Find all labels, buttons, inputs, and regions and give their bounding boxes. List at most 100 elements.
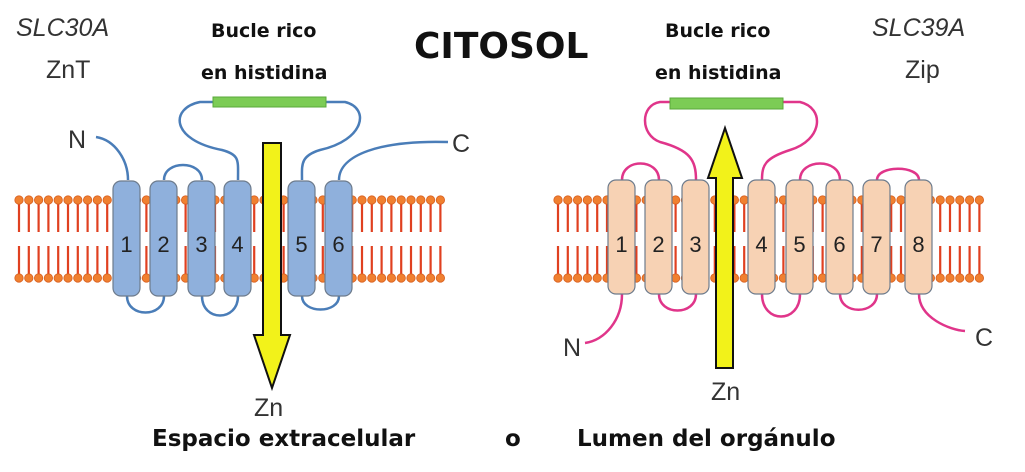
helix-body — [112, 180, 141, 297]
lipid-head — [357, 273, 367, 283]
helix-number: 2 — [652, 232, 664, 257]
lipid-head — [43, 195, 54, 205]
lipid-head — [582, 195, 593, 205]
lipid-head — [24, 273, 34, 283]
right-loop — [917, 293, 966, 333]
right-n-terminus: N — [563, 334, 582, 362]
helix-body — [287, 180, 316, 297]
right-loop-label-line1: Bucle rico — [665, 20, 771, 42]
cytosol-title: CITOSOL — [414, 26, 589, 67]
left-helix-6: 6 — [324, 180, 353, 297]
helix-number: 4 — [231, 232, 243, 257]
lipid-head — [935, 273, 945, 283]
lipid-head — [43, 273, 54, 283]
right-helix-3: 3 — [681, 179, 710, 295]
lipid-head — [553, 195, 563, 205]
left-n-terminus: N — [68, 126, 87, 154]
lipid-head — [63, 195, 73, 205]
right-loop — [760, 100, 819, 181]
left-loop — [125, 295, 166, 314]
helix-number: 2 — [157, 232, 169, 257]
lipid-head — [425, 273, 436, 283]
left-gene-name: SLC30A — [16, 14, 110, 42]
helix-body — [825, 179, 854, 295]
helix-body — [187, 180, 216, 297]
helix-number: 3 — [195, 232, 207, 257]
helix-number: 7 — [870, 232, 882, 257]
helix-number: 4 — [755, 232, 767, 257]
helix-number: 8 — [912, 232, 924, 257]
left-loop — [178, 100, 240, 181]
lipid-head — [24, 195, 34, 205]
right-helix-4: 4 — [747, 179, 776, 295]
lipid-head — [435, 273, 445, 283]
lipid-head — [739, 195, 749, 205]
left-zn-efflux-arrow — [252, 142, 292, 392]
lipid-head — [386, 195, 396, 205]
lipid-head — [670, 195, 681, 205]
helix-number: 3 — [689, 232, 701, 257]
lipid-head — [376, 195, 387, 205]
left-helix-5: 5 — [287, 180, 316, 297]
lipid-head — [896, 273, 906, 283]
lipid-head — [955, 195, 965, 205]
right-loop — [760, 293, 802, 318]
left-zn-label: Zn — [254, 394, 284, 422]
lipid-head — [974, 195, 985, 205]
lipid-head — [141, 273, 151, 283]
lipid-head — [141, 195, 151, 205]
right-helix-2: 2 — [644, 179, 673, 295]
lipid-head — [396, 273, 406, 283]
left-helix-2: 2 — [149, 180, 178, 297]
helix-body — [324, 180, 353, 297]
left-loop — [200, 295, 240, 317]
lipid-head — [435, 195, 445, 205]
helix-number: 1 — [120, 232, 132, 257]
lipid-head — [73, 273, 83, 283]
lipid-head — [563, 195, 573, 205]
right-loop — [620, 162, 661, 181]
lipid-head — [582, 273, 593, 283]
lipid-head — [357, 195, 367, 205]
lipid-head — [592, 273, 602, 283]
lipid-head — [553, 273, 563, 283]
lipid-head — [425, 195, 436, 205]
right-loop — [584, 293, 624, 345]
helix-number: 6 — [833, 232, 845, 257]
lipid-head — [386, 273, 396, 283]
lipid-head — [945, 195, 955, 205]
left-helix-3: 3 — [187, 180, 216, 297]
lipid-head — [102, 195, 112, 205]
helix-body — [681, 179, 710, 295]
left-histidine-rich-loop — [212, 96, 327, 108]
or-label: o — [505, 426, 521, 452]
extracellular-label: Espacio extracelular — [152, 426, 416, 452]
right-loop — [838, 293, 879, 311]
left-protein-name: ZnT — [46, 56, 91, 84]
right-loop — [657, 293, 698, 312]
lipid-head — [396, 195, 406, 205]
left-c-terminus: C — [452, 130, 471, 158]
lipid-head — [974, 273, 985, 283]
left-loop — [337, 140, 449, 181]
helix-number: 1 — [615, 232, 627, 257]
left-helix-1: 1 — [112, 180, 141, 297]
right-gene-name: SLC39A — [872, 14, 966, 42]
right-histidine-rich-loop — [669, 97, 784, 110]
lipid-head — [592, 195, 602, 205]
left-loop-label-line1: Bucle rico — [211, 20, 317, 42]
lipid-head — [896, 195, 906, 205]
lipid-head — [376, 273, 387, 283]
lipid-head — [416, 273, 426, 283]
right-loop-label-line2: en histidina — [655, 62, 782, 84]
helix-body — [223, 180, 252, 297]
helix-body — [149, 180, 178, 297]
right-helix-7: 7 — [862, 179, 891, 295]
left-loop — [162, 163, 204, 181]
lipid-head — [33, 273, 44, 283]
lipid-head — [63, 273, 73, 283]
lipid-head — [53, 273, 63, 283]
lipid-head — [367, 195, 377, 205]
lipid-head — [406, 195, 416, 205]
